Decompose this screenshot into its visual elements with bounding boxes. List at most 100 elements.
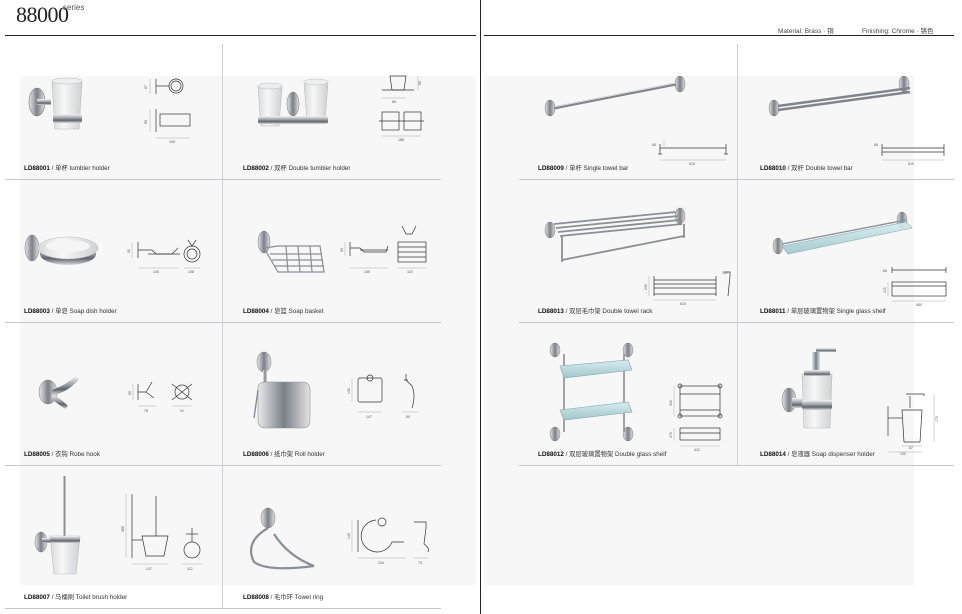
product-code: LD88001 [24, 165, 50, 172]
product-caption: LD88002 / 双杯 Double tumbler holder [243, 165, 351, 172]
product-caption: LD88006 / 纸巾架 Roll holder [243, 451, 325, 458]
robe-hook-photo [38, 376, 79, 409]
product-caption: LD88013 / 双层毛巾架 Double towel rack [538, 308, 653, 315]
dimension-label: 115 [407, 270, 413, 274]
dimension-label: 65 [128, 391, 132, 395]
product-caption: LD88001 / 单杯 tumbler holder [24, 165, 110, 172]
single-towel-bar-drawing: 65 615 [652, 140, 728, 166]
product-name: 双层玻璃置物架 Double glass shelf [569, 451, 667, 458]
product-name: 单杯 tumbler holder [55, 165, 110, 172]
dimension-label: 165 [364, 270, 370, 274]
double-towel-rack-photo [544, 207, 686, 262]
dimension-label: 85 [392, 100, 396, 104]
row-separator [5, 465, 441, 466]
product-name: 双杆 Double towel bar [791, 165, 853, 172]
dimension-label: 65 [418, 81, 422, 85]
column-separator [222, 44, 223, 608]
double-glass-shelf-drawing: 420 470 412 [669, 383, 723, 452]
dimension-label: 130 [347, 388, 351, 394]
column-separator [737, 44, 738, 465]
product-caption: LD88012 / 双层玻璃置物架 Double glass shelf [538, 451, 667, 458]
roll-holder-drawing: 130 147 80 [347, 374, 418, 419]
product-code: LD88006 [243, 451, 269, 458]
double-towel-rack-drawing: 230 615 110 [644, 271, 731, 306]
series-word: series [63, 3, 85, 12]
product-code: LD88012 [538, 451, 564, 458]
row-separator [519, 465, 954, 466]
product-name: 皂液器 Soap dispenser holder [791, 451, 875, 458]
tumbler-holder-drawing: 67 85 105 [144, 78, 191, 144]
dimension-label: 615 [689, 162, 695, 166]
series-number: 88000 [16, 2, 69, 27]
toilet-brush-holder-photo [34, 476, 81, 575]
dimension-label: 145 [347, 533, 351, 539]
product-name: 衣钩 Robe hook [55, 451, 100, 458]
towel-ring-drawing: 145 224 70 [347, 517, 429, 565]
dimension-label: 115 [883, 287, 887, 293]
dimension-label: 50 [340, 248, 344, 252]
product-caption: LD88011 / 单层玻璃置物架 Single glass shelf [760, 308, 886, 315]
soap-dispenser-photo [781, 348, 836, 429]
soap-dish-holder-photo [24, 234, 99, 265]
right-page-panel [484, 76, 914, 585]
soap-dispenser-drawing: 175 87 120 [887, 393, 939, 456]
product-code: LD88003 [24, 308, 50, 315]
dimension-label: 91 [180, 409, 184, 413]
dimension-label: 87 [909, 446, 913, 450]
dimension-label: 175 [935, 416, 939, 422]
product-name: 单杆 Single towel bar [569, 165, 629, 172]
double-glass-shelf-photo [549, 342, 634, 442]
tumbler-holder-photo [28, 77, 83, 130]
product-caption: LD88004 / 皂篮 Soap basket [243, 308, 324, 315]
finishing-label: Finishing: Chrome · 铬色 [862, 28, 934, 35]
robe-hook-drawing: 65 78 91 [128, 381, 193, 413]
product-caption: LD88007 / 马桶刷 Toilet brush holder [24, 594, 128, 601]
single-glass-shelf-photo [772, 211, 913, 255]
dimension-label: 67 [144, 85, 148, 89]
product-caption: LD88014 / 皂液器 Soap dispenser holder [760, 451, 875, 458]
product-name: 双层毛巾架 Double towel rack [569, 308, 653, 315]
row-separator [5, 179, 441, 180]
product-code: LD88004 [243, 308, 269, 315]
dimension-label: 80 [406, 415, 410, 419]
dimension-label: 380 [121, 526, 125, 532]
product-name: 单皂 Soap dish holder [55, 308, 117, 315]
soap-basket-photo [257, 230, 325, 273]
product-caption: LD88009 / 单杆 Single towel bar [538, 165, 629, 172]
dimension-label: 188 [398, 138, 404, 142]
dimension-label: 78 [144, 409, 148, 413]
dimension-label: 615 [680, 302, 686, 306]
product-caption: LD88003 / 单皂 Soap dish holder [24, 308, 117, 315]
dimension-label: 70 [418, 561, 422, 565]
product-code: LD88005 [24, 451, 50, 458]
product-code: LD88007 [24, 594, 50, 601]
dimension-label: 85 [144, 120, 148, 124]
dimension-label: 50 [127, 249, 131, 253]
dimension-label: 420 [669, 400, 673, 406]
dimension-label: 65 [874, 143, 878, 147]
soap-basket-drawing: 50 165 115 [340, 225, 427, 274]
dimension-label: 580 [916, 303, 922, 306]
toilet-brush-holder-drawing: 380 137 112 [121, 494, 202, 571]
soap-dish-holder-drawing: 50 145 108 [127, 239, 201, 274]
dimension-label: 65 [883, 269, 887, 273]
double-tumbler-holder-photo [257, 78, 329, 127]
single-glass-shelf-drawing: 65 115 580 [883, 267, 947, 306]
left-page-panel [20, 76, 476, 585]
dimension-label: 112 [187, 567, 193, 571]
product-name: 马桶刷 Toilet brush holder [55, 594, 128, 601]
dimension-label: 470 [669, 432, 673, 438]
dimension-label: 105 [169, 140, 175, 144]
dimension-label: 110 [722, 271, 728, 275]
product-code: LD88010 [760, 165, 786, 172]
product-name: 单层玻璃置物架 Single glass shelf [790, 308, 886, 315]
dimension-label: 120 [900, 452, 906, 456]
roll-holder-photo [253, 351, 311, 429]
single-towel-bar-photo [544, 75, 686, 117]
product-name: 双杯 Double tumbler holder [274, 165, 351, 172]
product-name: 皂篮 Soap basket [274, 308, 324, 315]
product-caption: LD88005 / 衣钩 Robe hook [24, 451, 100, 458]
dimension-label: 224 [378, 561, 384, 565]
material-label: Material: Brass · 铜 [778, 28, 834, 35]
row-separator [5, 322, 441, 323]
